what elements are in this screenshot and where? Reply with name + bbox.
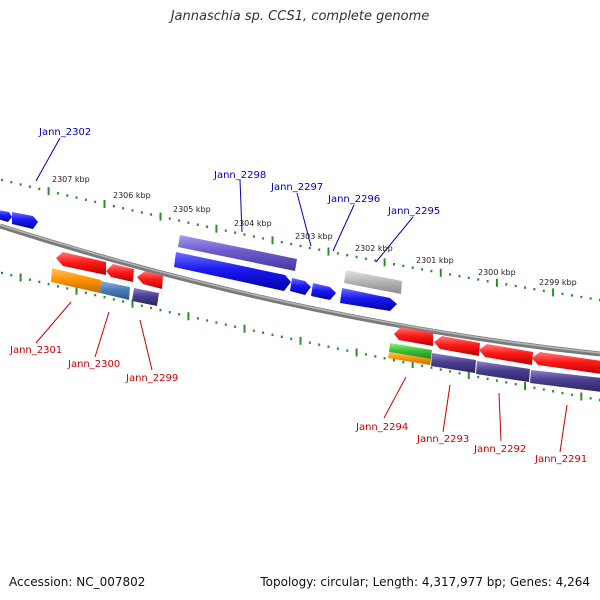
label-connector — [139, 319, 153, 371]
scale-label: 2307 kbp — [52, 175, 90, 184]
reverse-gene-arrow-jann-2301[interactable] — [56, 252, 106, 275]
label-connector — [94, 311, 110, 358]
forward-gene-shapes — [0, 210, 402, 311]
gene-label-jann-2294[interactable]: Jann_2294 — [355, 422, 408, 433]
genome-summary-text: Topology: circular; Length: 4,317,977 bp… — [260, 575, 590, 589]
reverse-gene-bar[interactable] — [431, 353, 476, 373]
label-connector — [498, 392, 502, 442]
gene-label-jann-2298[interactable]: Jann_2298 — [213, 170, 266, 181]
scale-label: 2304 kbp — [234, 219, 272, 228]
reverse-gene-labels: Jann_2301 Jann_2300 Jann_2299 Jann_2294 … — [9, 301, 587, 465]
scale-labels: 2307 kbp 2306 kbp 2305 kbp 2304 kbp 2303… — [52, 175, 577, 287]
accession-text: Accession: NC_007802 — [9, 575, 146, 589]
reverse-gene-arrow-jann-2299[interactable] — [137, 271, 163, 289]
scale-label: 2299 kbp — [539, 278, 577, 287]
gene-label-jann-2297[interactable]: Jann_2297 — [270, 182, 323, 193]
reverse-gene-bar[interactable] — [388, 352, 431, 365]
scale-label: 2306 kbp — [113, 191, 151, 200]
gene-label-jann-2299[interactable]: Jann_2299 — [125, 373, 178, 384]
forward-gene-bar-jann-2298[interactable] — [178, 235, 297, 271]
gene-label-jann-2296[interactable]: Jann_2296 — [327, 194, 380, 205]
reverse-gene-bar[interactable] — [389, 343, 432, 359]
forward-gene-labels: Jann_2302 Jann_2298 Jann_2297 Jann_2296 … — [35, 127, 440, 263]
label-connector — [559, 404, 568, 453]
scale-label: 2305 kbp — [173, 205, 211, 214]
gene-label-jann-2300[interactable]: Jann_2300 — [67, 359, 120, 370]
gene-label-jann-2291[interactable]: Jann_2291 — [534, 454, 587, 465]
reverse-gene-arrow-jann-2291[interactable] — [532, 352, 600, 374]
reverse-gene-arrow-jann-2300[interactable] — [106, 264, 134, 282]
forward-gene-arrow-jann-2297[interactable] — [290, 278, 311, 295]
reverse-gene-bar[interactable] — [51, 268, 101, 293]
genome-backbone-highlight — [0, 224, 600, 354]
label-connector — [383, 376, 407, 419]
gene-label-jann-2293[interactable]: Jann_2293 — [416, 434, 469, 445]
forward-gene-arrow[interactable] — [174, 252, 291, 291]
label-connector — [239, 179, 243, 233]
label-connector — [332, 204, 355, 252]
reverse-gene-arrow-jann-2294[interactable] — [394, 327, 433, 346]
forward-gene-arrow[interactable] — [340, 288, 397, 311]
gene-label-jann-2302[interactable]: Jann_2302 — [38, 127, 91, 138]
gene-label-jann-2301[interactable]: Jann_2301 — [9, 345, 62, 356]
scale-label: 2303 kbp — [295, 232, 333, 241]
reverse-gene-bar[interactable] — [476, 361, 530, 382]
outer-scale-track — [1, 178, 600, 302]
reverse-gene-bar[interactable] — [100, 281, 130, 300]
scale-label: 2301 kbp — [416, 256, 454, 265]
genome-backbone — [0, 223, 600, 357]
reverse-gene-arrow-jann-2292[interactable] — [479, 344, 533, 365]
inner-scale-track — [1, 271, 600, 402]
label-connector — [35, 301, 72, 344]
forward-gene-bar-jann-2295[interactable] — [344, 270, 402, 294]
forward-gene-arrow[interactable] — [0, 210, 12, 222]
label-connector — [35, 137, 61, 182]
reverse-gene-bar[interactable] — [132, 288, 159, 306]
scale-label: 2300 kbp — [478, 268, 516, 277]
gene-label-jann-2292[interactable]: Jann_2292 — [473, 444, 526, 455]
forward-gene-arrow-jann-2302[interactable] — [12, 212, 38, 229]
label-connector — [442, 384, 451, 433]
map-title: Jannaschia sp. CCS1, complete genome — [170, 9, 430, 24]
reverse-gene-bar[interactable] — [530, 370, 600, 392]
label-connector — [296, 192, 312, 247]
reverse-gene-arrow-jann-2293[interactable] — [434, 336, 480, 356]
label-connector — [375, 216, 414, 263]
gene-label-jann-2295[interactable]: Jann_2295 — [387, 206, 440, 217]
reverse-gene-shapes — [51, 252, 600, 392]
scale-label: 2302 kbp — [355, 244, 393, 253]
forward-gene-arrow-jann-2296[interactable] — [311, 283, 336, 300]
